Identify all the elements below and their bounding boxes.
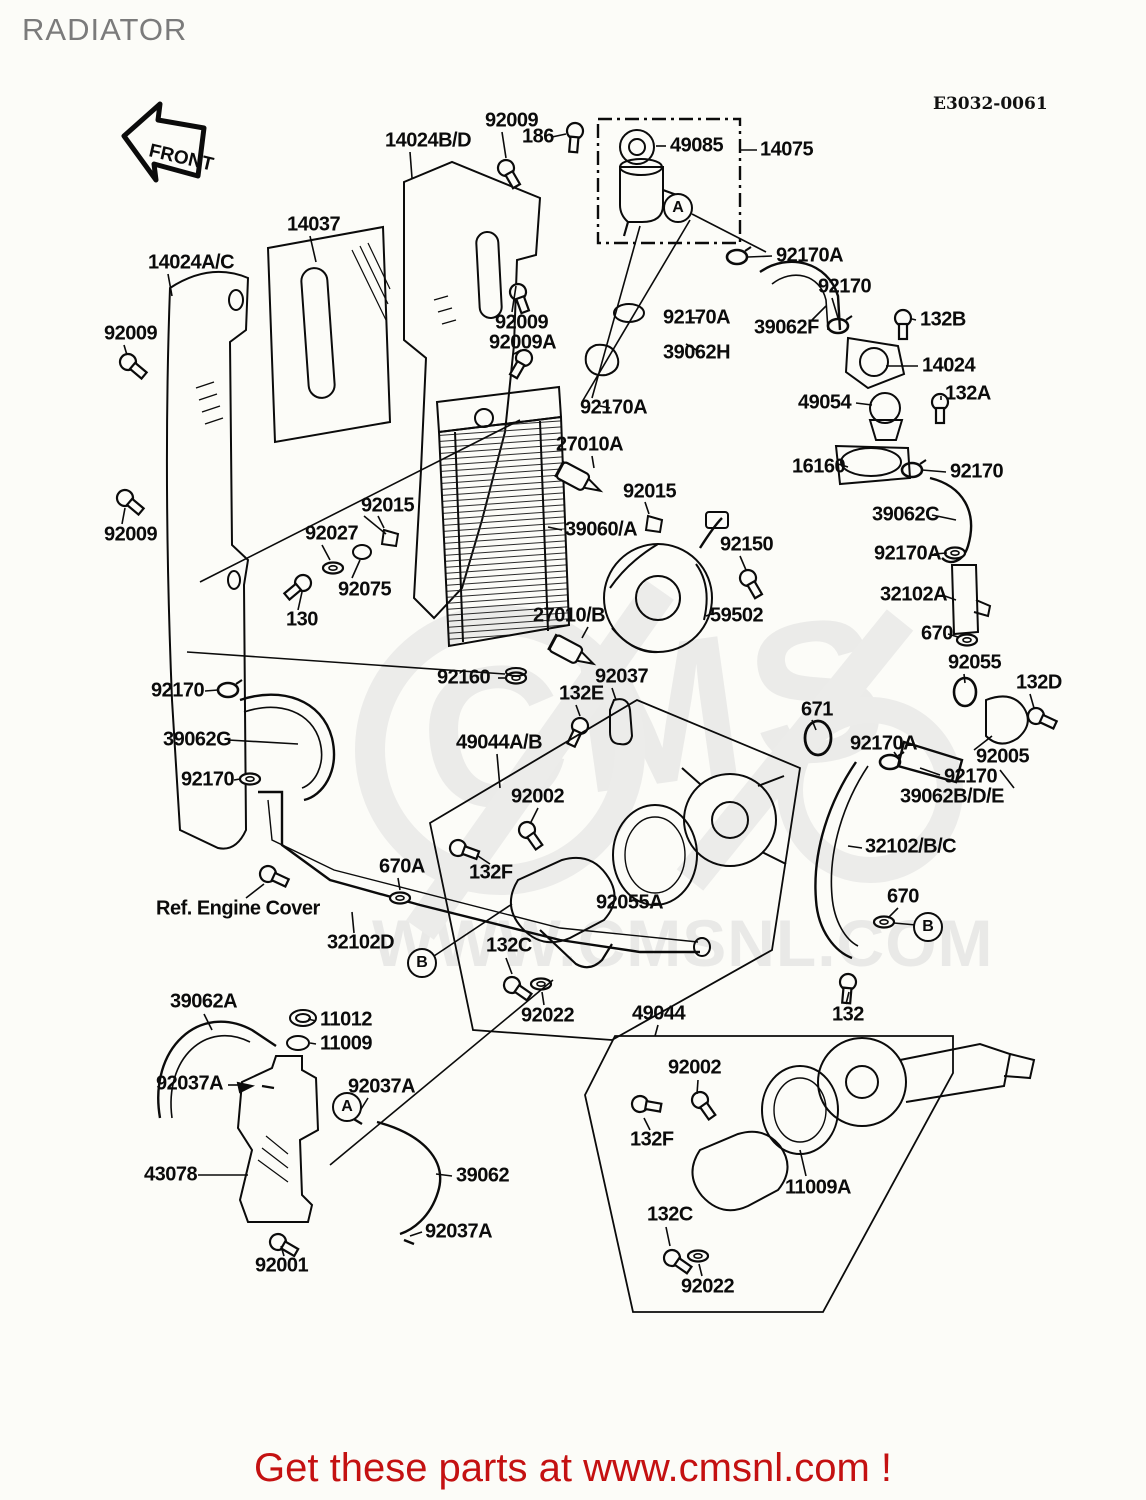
part-label-92075: 92075	[338, 578, 392, 601]
water-pump-upper	[428, 698, 801, 1041]
part-label-92170a: 92170A	[663, 306, 731, 329]
grille-screen	[266, 225, 392, 444]
part-label-92170: 92170	[181, 768, 235, 791]
part-label-39062h: 39062H	[663, 341, 731, 364]
part-label-92170a: 92170A	[874, 542, 942, 565]
part-label-11009: 11009	[320, 1032, 373, 1055]
part-label-92037a: 92037A	[156, 1072, 224, 1095]
part-label-39062: 39062	[456, 1164, 510, 1187]
part-label-92005: 92005	[976, 745, 1030, 768]
part-label-92055: 92055	[948, 651, 1002, 674]
part-label-92037a: 92037A	[348, 1075, 416, 1098]
callout-circle-b: B	[407, 948, 437, 978]
part-label-92170a: 92170A	[580, 396, 648, 419]
part-label-186: 186	[522, 125, 554, 148]
footer-promo-link[interactable]: Get these parts at www.cmsnl.com !	[254, 1446, 892, 1490]
part-label-ref-engine-cover: Ref. Engine Cover	[156, 897, 320, 920]
part-label-92170: 92170	[950, 460, 1004, 483]
part-label-670a: 670A	[379, 855, 425, 878]
part-label-49044a-b: 49044A/B	[456, 731, 543, 754]
shroud-left	[165, 270, 250, 850]
callout-circle-a: A	[663, 193, 693, 223]
part-label-132c: 132C	[486, 934, 532, 957]
leader-lines	[121, 131, 1035, 1277]
part-label-92170: 92170	[944, 765, 998, 788]
reservoir	[157, 1009, 442, 1261]
part-label-92170a: 92170A	[776, 244, 844, 267]
part-label-671: 671	[801, 698, 833, 721]
water-pump-lower	[584, 1035, 1036, 1313]
left-hoses	[216, 678, 711, 957]
part-label-92009a: 92009A	[489, 331, 557, 354]
part-label-14037: 14037	[287, 213, 341, 236]
part-label-32102d: 32102D	[327, 931, 395, 954]
part-label-132f: 132F	[630, 1128, 674, 1151]
part-label-92170a: 92170A	[850, 732, 918, 755]
part-label-92002: 92002	[668, 1056, 722, 1079]
part-label-49044: 49044	[632, 1002, 686, 1025]
part-label-132e: 132E	[559, 682, 604, 705]
right-hoses	[725, 245, 1060, 1005]
part-label-92170: 92170	[151, 679, 205, 702]
part-label-32102-b-c: 32102/B/C	[865, 835, 957, 858]
diagram-code: E3032-0061	[933, 94, 1048, 114]
part-label-49085: 49085	[670, 134, 724, 157]
callout-circle-a: A	[332, 1092, 362, 1122]
part-label-92015: 92015	[623, 480, 677, 503]
part-label-92015: 92015	[361, 494, 415, 517]
part-label-11009a: 11009A	[785, 1176, 851, 1199]
part-label-670: 670	[887, 885, 919, 908]
part-label-92150: 92150	[720, 533, 774, 556]
part-label-92009: 92009	[104, 322, 158, 345]
front-arrow: FRONT	[121, 101, 216, 183]
part-label-27010a: 27010A	[556, 433, 624, 456]
part-label-92022: 92022	[521, 1004, 575, 1027]
filler-neck-box	[596, 117, 742, 245]
part-label-92037a: 92037A	[425, 1220, 493, 1243]
part-label-39062f: 39062F	[754, 316, 819, 339]
part-label-39062g: 39062G	[163, 728, 232, 751]
part-label-92055a: 92055A	[596, 891, 664, 914]
part-label-92037: 92037	[595, 665, 649, 688]
part-label-92002: 92002	[511, 785, 565, 808]
part-label-14075: 14075	[760, 138, 814, 161]
part-label-92009: 92009	[485, 109, 539, 132]
part-label-132f: 132F	[469, 861, 513, 884]
part-label-132c: 132C	[647, 1203, 693, 1226]
part-label-14024: 14024	[922, 354, 976, 377]
page-title: RADIATOR	[22, 12, 188, 47]
part-label-49054: 49054	[798, 391, 852, 414]
part-label-132b: 132B	[920, 308, 966, 331]
part-label-130: 130	[286, 608, 318, 631]
part-label-32102a: 32102A	[880, 583, 948, 606]
part-label-27010-b: 27010/B	[533, 604, 606, 627]
part-label-14024b-d: 14024B/D	[385, 129, 472, 152]
part-label-39060-a: 39060/A	[565, 518, 638, 541]
part-label-39062b-d-e: 39062B/D/E	[900, 785, 1004, 808]
part-label-92022: 92022	[681, 1275, 735, 1298]
part-label-39062a: 39062A	[170, 990, 238, 1013]
part-label-92027: 92027	[305, 522, 359, 545]
part-label-132: 132	[832, 1003, 864, 1026]
callout-circle-b: B	[913, 912, 943, 942]
part-label-670: 670	[921, 622, 953, 645]
part-label-59502: 59502	[710, 604, 764, 627]
part-label-11012: 11012	[320, 1008, 373, 1031]
part-label-132d: 132D	[1016, 671, 1062, 694]
part-label-43078: 43078	[144, 1163, 198, 1186]
part-label-92009: 92009	[104, 523, 158, 546]
radiator-core	[435, 385, 571, 648]
part-label-39062c: 39062C	[872, 503, 940, 526]
part-label-14024a-c: 14024A/C	[148, 251, 235, 274]
part-label-92160: 92160	[437, 666, 491, 689]
part-label-92009: 92009	[495, 311, 549, 334]
cooling-fan	[603, 511, 729, 654]
part-label-132a: 132A	[945, 382, 991, 405]
part-label-16160: 16160	[792, 455, 846, 478]
part-label-92170: 92170	[818, 275, 872, 298]
part-label-92001: 92001	[255, 1254, 309, 1277]
